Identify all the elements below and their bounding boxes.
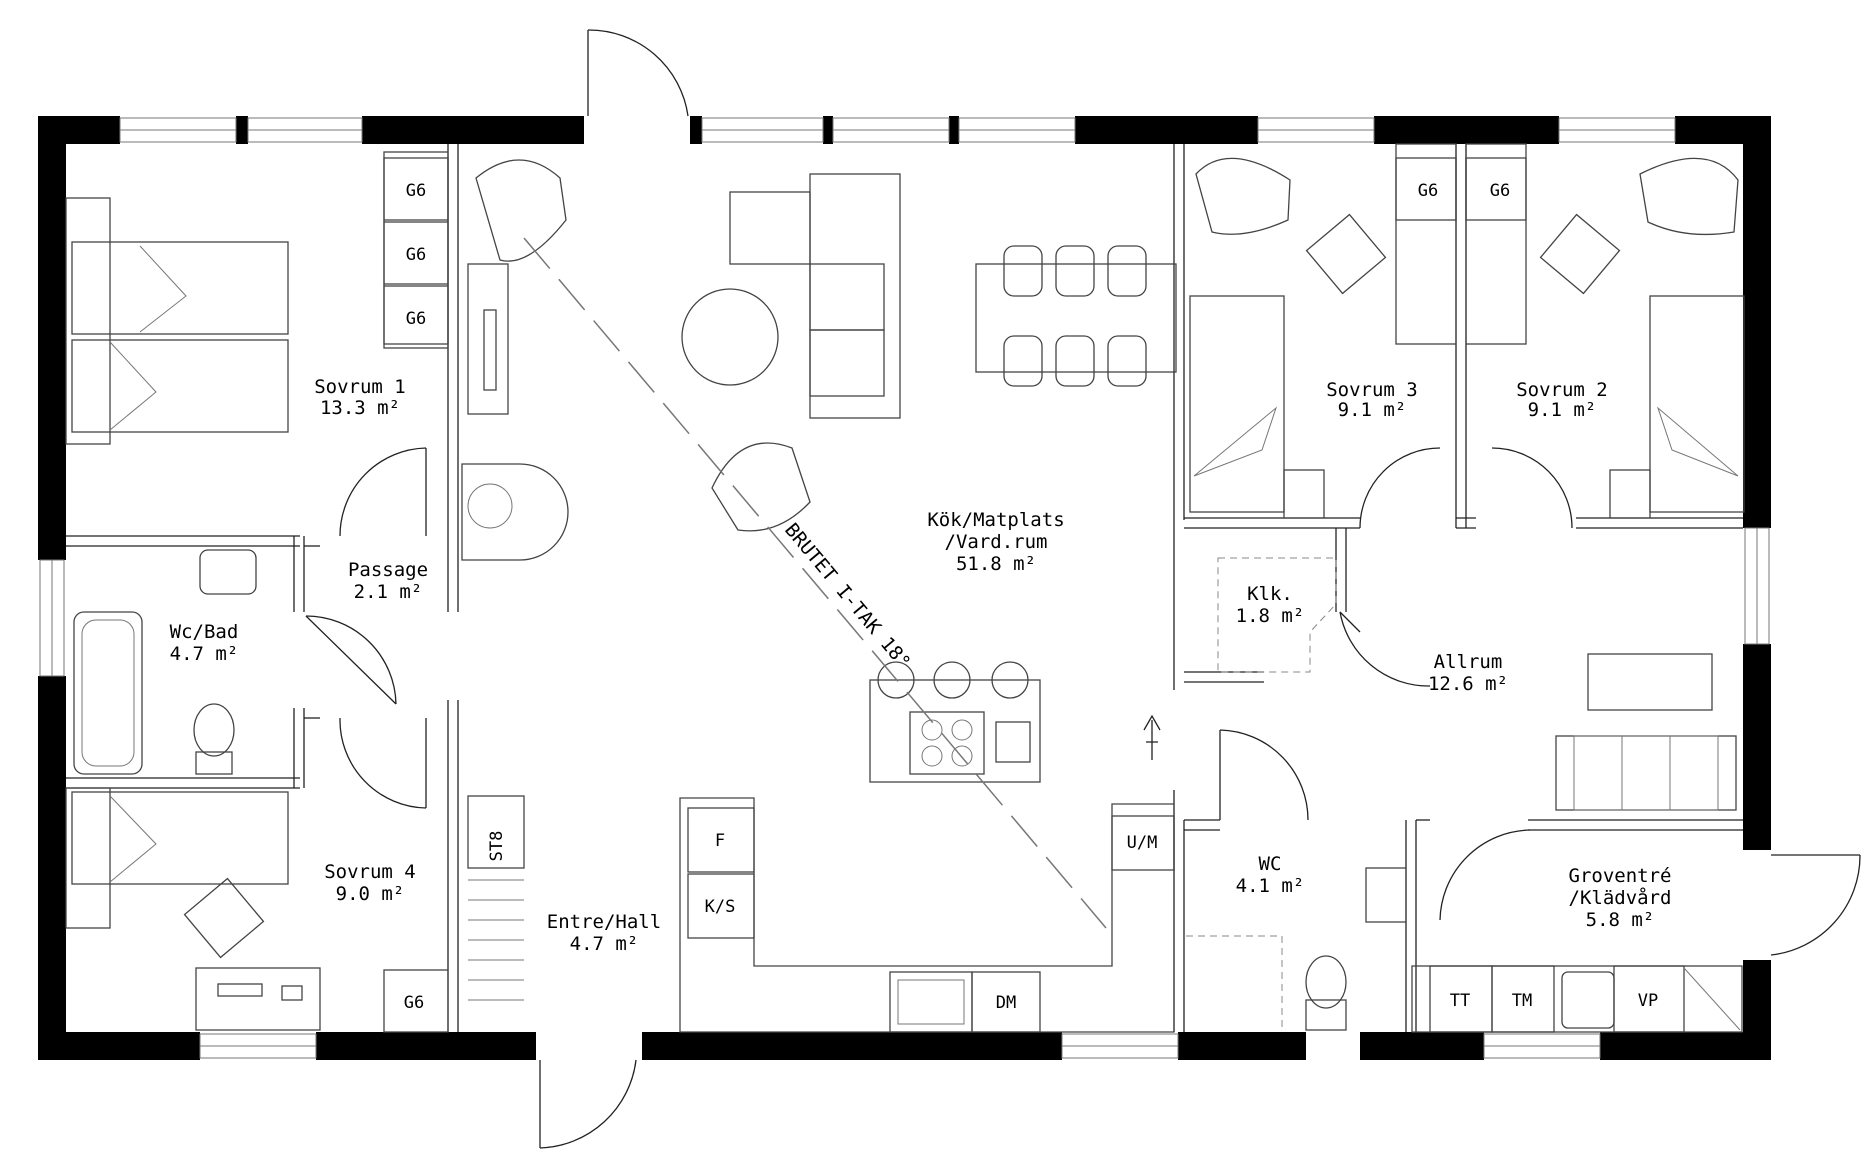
wardrobe-label: G6 xyxy=(1418,181,1438,201)
room-area-passage: 2.1 m² xyxy=(354,581,423,603)
room-name-wc-bad: Wc/Bad xyxy=(170,621,239,643)
room-name-entre-hall: Entre/Hall xyxy=(547,911,661,933)
furniture xyxy=(65,143,1745,1033)
roof-break-line xyxy=(523,237,1107,929)
interior-doors xyxy=(305,447,1573,921)
exterior-walls xyxy=(38,116,1771,1060)
room-name-klk: Klk. xyxy=(1247,583,1293,605)
room-area-groventre: 5.8 m² xyxy=(1586,909,1655,931)
storage-label: ST8 xyxy=(487,831,507,862)
room-name-allrum: Allrum xyxy=(1434,651,1503,673)
exterior-doors xyxy=(539,29,1861,1149)
windows xyxy=(39,117,1770,1059)
room-area-kok: 51.8 m² xyxy=(956,553,1036,575)
room-area-sovrum-3: 9.1 m² xyxy=(1338,399,1407,421)
room-area-sovrum-4: 9.0 m² xyxy=(336,883,405,905)
room-name-wc: WC xyxy=(1259,853,1282,875)
oven-micro-label: U/M xyxy=(1127,833,1158,853)
room-name-sovrum-3: Sovrum 3 xyxy=(1326,379,1418,401)
ceiling-note: BRUTET I-TAK 18° xyxy=(780,519,915,673)
fridge-label: F xyxy=(715,831,725,851)
dryer-label: TT xyxy=(1450,991,1470,1011)
washer-label: TM xyxy=(1512,991,1532,1011)
room-name-sovrum-1: Sovrum 1 xyxy=(314,376,406,398)
room-name-kok-2: /Vard.rum xyxy=(945,531,1048,553)
water-heater-label: VP xyxy=(1638,991,1658,1011)
wardrobe-label: G6 xyxy=(406,181,426,201)
dishwasher-label: DM xyxy=(996,993,1016,1013)
fridge-freezer-label: K/S xyxy=(705,897,736,917)
fixture-labels: G6 G6 G6 G6 G6 G6 ST8 F K/S DM U/M TT TM… xyxy=(404,181,1658,1013)
room-area-sovrum-2: 9.1 m² xyxy=(1528,399,1597,421)
wardrobe-label: G6 xyxy=(406,309,426,329)
room-area-entre-hall: 4.7 m² xyxy=(570,933,639,955)
room-name-groventre-2: /Klädvård xyxy=(1569,886,1672,909)
wardrobe-label: G6 xyxy=(404,993,424,1013)
room-area-sovrum-1: 13.3 m² xyxy=(320,397,400,419)
room-name-passage: Passage xyxy=(348,559,428,581)
wardrobe-label: G6 xyxy=(1490,181,1510,201)
room-labels: Sovrum 1 13.3 m² Passage 2.1 m² Wc/Bad 4… xyxy=(170,376,1672,955)
wardrobe-label: G6 xyxy=(406,245,426,265)
interior-walls xyxy=(66,144,1743,1032)
room-name-sovrum-2: Sovrum 2 xyxy=(1516,379,1608,401)
room-name-groventre: Groventré xyxy=(1569,865,1672,887)
room-name-sovrum-4: Sovrum 4 xyxy=(324,861,416,883)
room-area-wc-bad: 4.7 m² xyxy=(170,643,239,665)
room-area-allrum: 12.6 m² xyxy=(1428,673,1508,695)
room-area-wc: 4.1 m² xyxy=(1236,875,1305,897)
room-area-klk: 1.8 m² xyxy=(1236,605,1305,627)
room-name-kok: Kök/Matplats xyxy=(927,509,1064,531)
